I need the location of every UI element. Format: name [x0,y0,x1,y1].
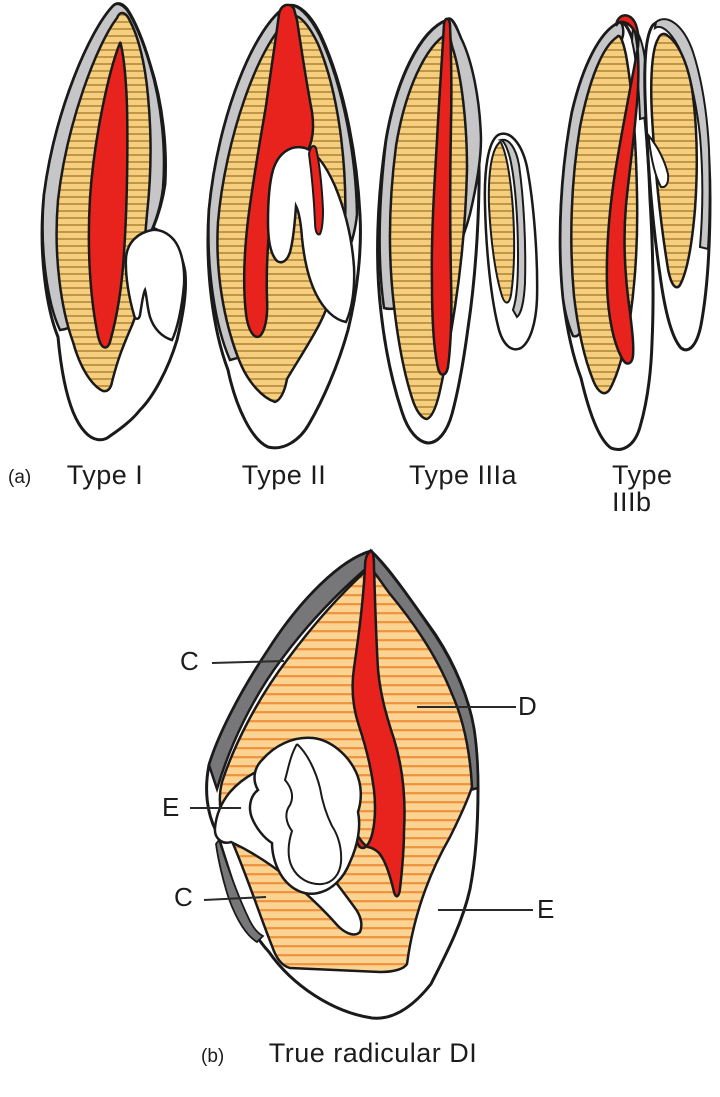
pulp-chamber [87,41,129,349]
callout-e-lower: E [537,894,555,924]
root-canal [605,14,640,365]
type-iiia-illustration [376,17,539,445]
type-iiib-illustration [558,14,712,451]
leader-line-c-lower [203,896,267,901]
invagination-lobe-enamel [497,138,527,319]
cementum-sliver-lobe [215,838,265,944]
type-label-iiia: Type IIIa [408,460,518,490]
root-canal [430,17,453,376]
callout-c-upper: C [180,646,199,676]
callout-c-lower: C [174,882,193,912]
type-i-illustration [40,2,187,442]
callout-e-middle: E [162,792,180,822]
callout-d: D [518,691,537,721]
invagination-sac-lining [283,743,343,886]
pulp-chamber [243,3,315,339]
radicular-di-illustration [190,548,533,1020]
panel-b-marker: (b) [201,1046,225,1067]
invagination-half-dentin [650,32,698,289]
root-canal [351,549,406,898]
type-label-ii: Type II [241,460,327,490]
invagination [124,228,186,342]
panel-a-marker: (a) [8,467,32,488]
invagination-sac [248,736,362,895]
invagination-lobe-dentin [487,140,516,304]
leader-line-c-upper [211,660,285,664]
cementum-band-left [207,549,373,794]
invagination-notch [648,133,670,189]
type-label-iiib: Type IIIb [612,460,673,517]
type-ii-illustration [206,3,362,450]
panel-b-caption: True radicular DI [268,1038,478,1068]
invagination [266,145,356,324]
type-label-i: Type I [66,460,144,490]
pulp-sliver [307,144,325,236]
